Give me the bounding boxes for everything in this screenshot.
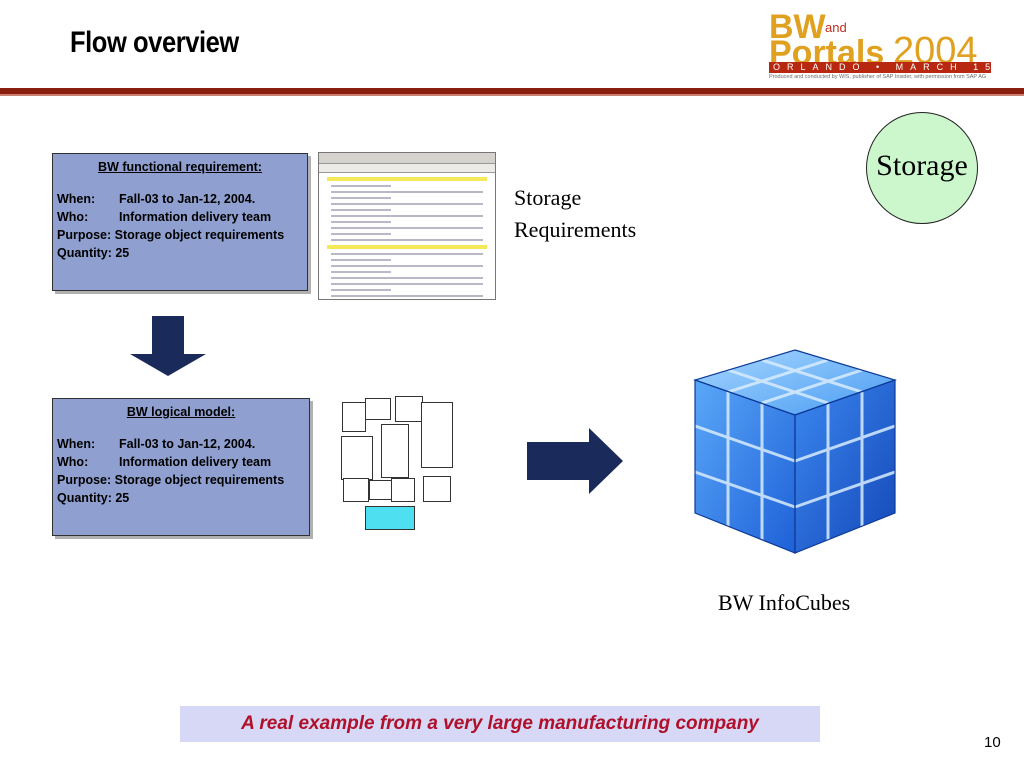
header-rule-shadow	[0, 94, 1024, 96]
info-row: Quantity: 25	[57, 246, 130, 260]
logical-model-diagram-thumbnail	[337, 394, 455, 530]
page-number: 10	[984, 734, 1001, 751]
logo-bw: BW	[769, 8, 826, 46]
down-arrow-icon	[130, 316, 206, 376]
bw-portals-logo: BW and Portals 2004 ORLANDO • MARCH 15-1…	[765, 8, 1000, 80]
infocubes-label: BW InfoCubes	[718, 590, 851, 615]
info-row: Who:Information delivery team	[57, 210, 272, 224]
logical-model-heading: BW logical model:	[126, 405, 236, 419]
header-rule	[0, 88, 1024, 94]
logo-credit: Produced and conducted by WIS, publisher…	[769, 74, 987, 80]
logo-location: ORLANDO • MARCH 15-17	[769, 62, 991, 73]
info-row: Who:Information delivery team	[57, 455, 272, 469]
info-row: When:Fall-03 to Jan-12, 2004.	[57, 437, 256, 451]
functional-requirement-heading: BW functional requirement:	[98, 160, 262, 174]
info-row: Purpose: Storage object requirements	[57, 228, 285, 242]
info-row: When:Fall-03 to Jan-12, 2004.	[57, 192, 256, 206]
logo-and: and	[825, 20, 847, 35]
info-row: Purpose: Storage object requirements	[57, 473, 285, 487]
storage-requirements-label: Storage Requirements	[514, 185, 637, 242]
right-arrow-icon	[527, 428, 623, 494]
infocube-icon	[693, 349, 897, 554]
functional-requirement-box: BW functional requirement: When:Fall-03 …	[52, 153, 308, 291]
example-banner: A real example from a very large manufac…	[180, 706, 820, 742]
storage-circle-label: Storage	[876, 149, 968, 182]
logical-model-box: BW logical model: When:Fall-03 to Jan-12…	[52, 398, 310, 536]
storage-circle: Storage	[866, 112, 978, 224]
info-row: Quantity: 25	[57, 491, 130, 505]
requirements-document-thumbnail	[318, 152, 496, 300]
slide-title: Flow overview	[70, 26, 239, 59]
